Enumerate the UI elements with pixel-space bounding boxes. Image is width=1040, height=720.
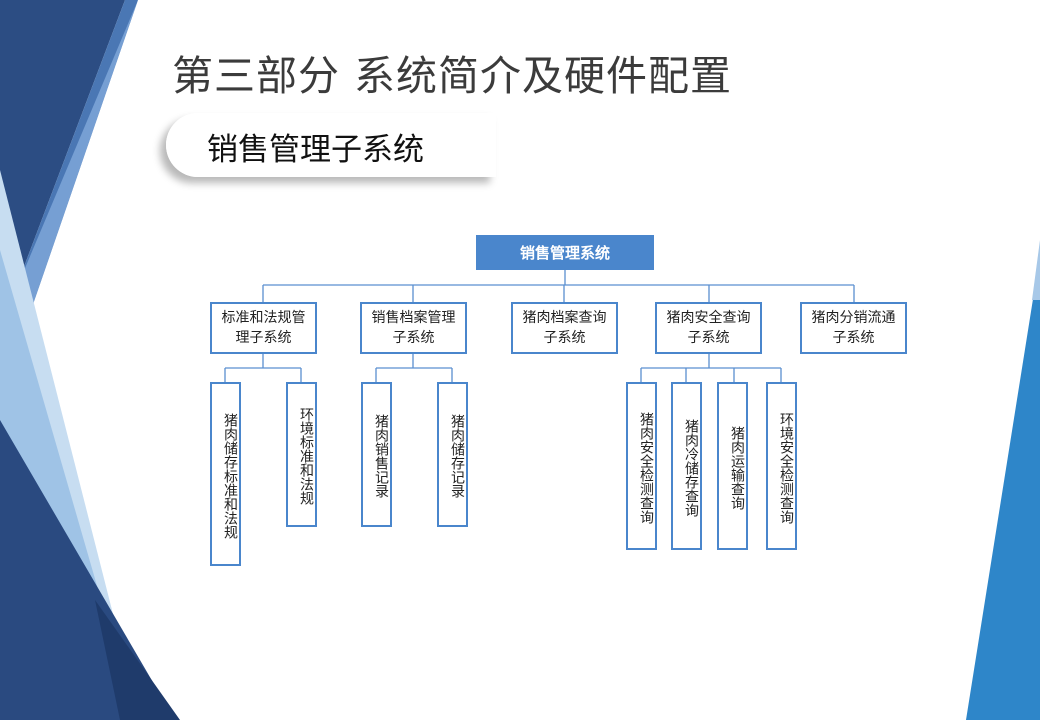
org-leaf-env-safety-query: 环境安全检测查询 [766, 382, 797, 550]
org-root-node: 销售管理系统 [476, 235, 654, 270]
org-node-pork-safety-query: 猪肉安全查询子系统 [655, 302, 762, 354]
org-node-standards-regulations: 标准和法规管理子系统 [210, 302, 317, 354]
org-leaf-cold-storage-query: 猪肉冷储存查询 [671, 382, 702, 550]
slide-title: 第三部分 系统简介及硬件配置 [172, 52, 733, 100]
org-leaf-storage-record: 猪肉储存记录 [437, 382, 468, 527]
org-node-sales-records-mgmt: 销售档案管理子系统 [360, 302, 467, 354]
subtitle-pill [166, 113, 496, 177]
org-leaf-transport-query: 猪肉运输查询 [717, 382, 748, 550]
left-navy-bottom-right [95, 600, 180, 720]
subtitle-text: 销售管理子系统 [207, 132, 424, 168]
org-leaf-storage-standards: 猪肉储存标准和法规 [210, 382, 241, 566]
right-bright-triangle [966, 255, 1040, 720]
left-light-band-top [0, 0, 138, 400]
left-navy-bottom [0, 420, 175, 720]
org-leaf-safety-inspection-query: 猪肉安全检测查询 [626, 382, 657, 550]
org-leaf-env-standards: 环境标准和法规 [286, 382, 317, 527]
org-node-pork-distribution: 猪肉分销流通子系统 [800, 302, 907, 354]
org-node-pork-archive-query: 猪肉档案查询子系统 [511, 302, 618, 354]
org-leaf-sales-record: 猪肉销售记录 [361, 382, 392, 527]
right-pale-sliver [1032, 240, 1040, 300]
